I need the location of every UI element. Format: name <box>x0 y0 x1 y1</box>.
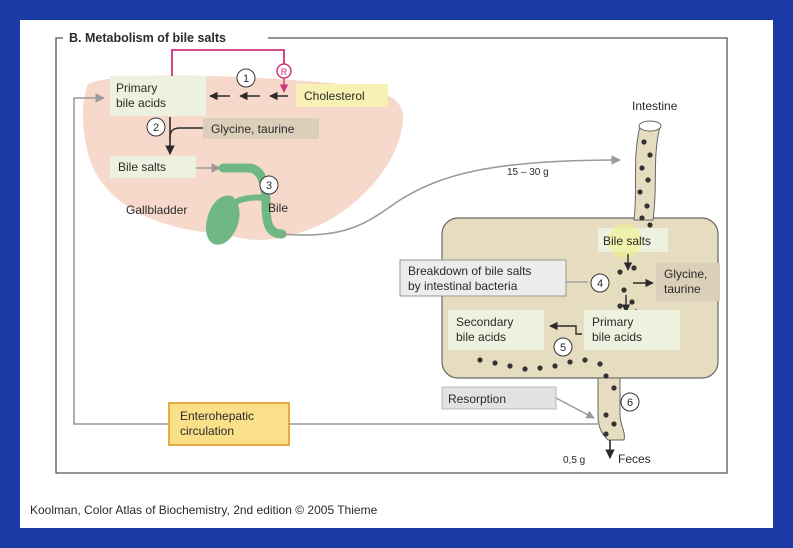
step-4-marker <box>590 273 610 293</box>
gallbladder-label: Gallbladder <box>126 203 187 217</box>
bile-salt-diagram: B. Metabolism of bile salts Primary bile… <box>30 31 728 517</box>
bile-label: Bile <box>268 201 288 215</box>
bile-salt-particle <box>629 299 635 305</box>
bile-salt-particle <box>645 177 651 183</box>
step-2-label: 2 <box>153 122 159 134</box>
intestine-opening <box>638 120 662 132</box>
amount-feces-label: 0,5 g <box>563 455 585 466</box>
bile-salt-particle <box>522 366 528 372</box>
figure-title: B. Metabolism of bile salts <box>69 31 226 45</box>
regulation-path <box>171 49 285 76</box>
bile-salts-intestine-label: Bile salts <box>603 234 651 248</box>
step-5-marker <box>553 337 573 357</box>
intestine-upper <box>633 125 661 221</box>
bile-salt-particle <box>597 361 603 367</box>
cholesterol-box <box>296 84 388 107</box>
primary-bile-acids-box <box>110 76 206 116</box>
breakdown-label-2: by intestinal bacteria <box>408 279 518 293</box>
glycine-taurine-liver-box <box>203 118 319 139</box>
enterohepatic-label-2: circulation <box>180 424 234 438</box>
bile-salt-particle <box>617 303 623 309</box>
bile-salt-particle <box>617 269 623 275</box>
glycine-intestine-label-2: taurine <box>664 282 701 296</box>
bile-salt-particle <box>492 360 498 366</box>
breakdown-label: Breakdown of bile salts <box>408 264 531 278</box>
bile-salt-particle <box>644 203 650 209</box>
bile-salt-particle <box>603 373 609 379</box>
bile-salt-particle <box>641 139 647 145</box>
primary-intestine-label-2: bile acids <box>592 330 642 344</box>
bile-salts-liver-box <box>110 156 196 178</box>
slide: B. Metabolism of bile salts Primary bile… <box>20 20 773 528</box>
bile-salt-particle <box>639 215 645 221</box>
secondary-box <box>448 310 544 350</box>
step-2-marker <box>146 117 166 137</box>
bile-salt-particle <box>582 357 588 363</box>
resorption-label: Resorption <box>448 392 506 406</box>
glycine-intestine-box <box>656 263 720 301</box>
bile-salt-particle <box>552 363 558 369</box>
arrow-to-secondary <box>549 321 582 335</box>
intestine-label: Intestine <box>632 99 678 113</box>
bile-salt-particle <box>611 421 617 427</box>
glycine-intestine-label: Glycine, <box>664 267 707 281</box>
bile-salt-particles <box>477 139 653 437</box>
amount-secreted-label: 15 – 30 g <box>507 167 549 178</box>
glycine-taurine-liver-label: Glycine, taurine <box>211 122 295 136</box>
credit-line: Koolman, Color Atlas of Biochemistry, 2n… <box>30 503 378 517</box>
gallbladder-shape <box>206 195 240 245</box>
breakdown-box <box>399 259 567 297</box>
enterohepatic-label: Enterohepatic <box>180 409 254 423</box>
bile-salt-particle <box>637 189 643 195</box>
primary-intestine-box <box>584 310 680 350</box>
primary-intestine-label: Primary <box>592 315 633 329</box>
step-1-marker <box>236 68 256 88</box>
bile-salt-particle <box>477 357 483 363</box>
intestine-lower <box>597 377 625 441</box>
enterohepatic-box <box>168 402 290 446</box>
bile-salt-particle <box>631 265 637 271</box>
bile-salt-particle <box>603 431 609 437</box>
cholesterol-label: Cholesterol <box>304 89 365 103</box>
primary-liver-label: Primary <box>116 81 157 95</box>
step-1-label: 1 <box>243 73 249 85</box>
bile-salt-particle <box>647 152 653 158</box>
bile-salts-liver-label: Bile salts <box>118 160 166 174</box>
bile-salt-particle <box>621 287 627 293</box>
enterohepatic-loop <box>73 93 598 425</box>
bile-salt-particle <box>639 165 645 171</box>
bile-salt-particle <box>603 412 609 418</box>
bile-salt-particle <box>647 222 653 228</box>
step-5-label: 5 <box>560 342 566 354</box>
feces-label: Feces <box>618 452 651 466</box>
secondary-label: Secondary <box>456 315 513 329</box>
step-6-label: 6 <box>627 397 633 409</box>
bile-duct <box>218 163 287 239</box>
bile-salt-particle <box>537 365 543 371</box>
step-3-label: 3 <box>266 180 272 192</box>
bile-salt-particle <box>507 363 513 369</box>
primary-liver-label-2: bile acids <box>116 96 166 110</box>
resorption-pointer <box>555 397 595 419</box>
liver <box>82 75 404 240</box>
bile-salt-particle <box>567 359 573 365</box>
regulation-label: R <box>281 67 288 77</box>
arrow-bile-to-intestine <box>281 155 621 236</box>
step-3-marker <box>259 175 279 195</box>
step-4-label: 4 <box>597 278 603 290</box>
secondary-label-2: bile acids <box>456 330 506 344</box>
bile-salt-particle <box>611 385 617 391</box>
step-6-marker <box>620 392 640 412</box>
cursor-highlight <box>608 224 642 258</box>
figure-frame <box>55 37 728 474</box>
